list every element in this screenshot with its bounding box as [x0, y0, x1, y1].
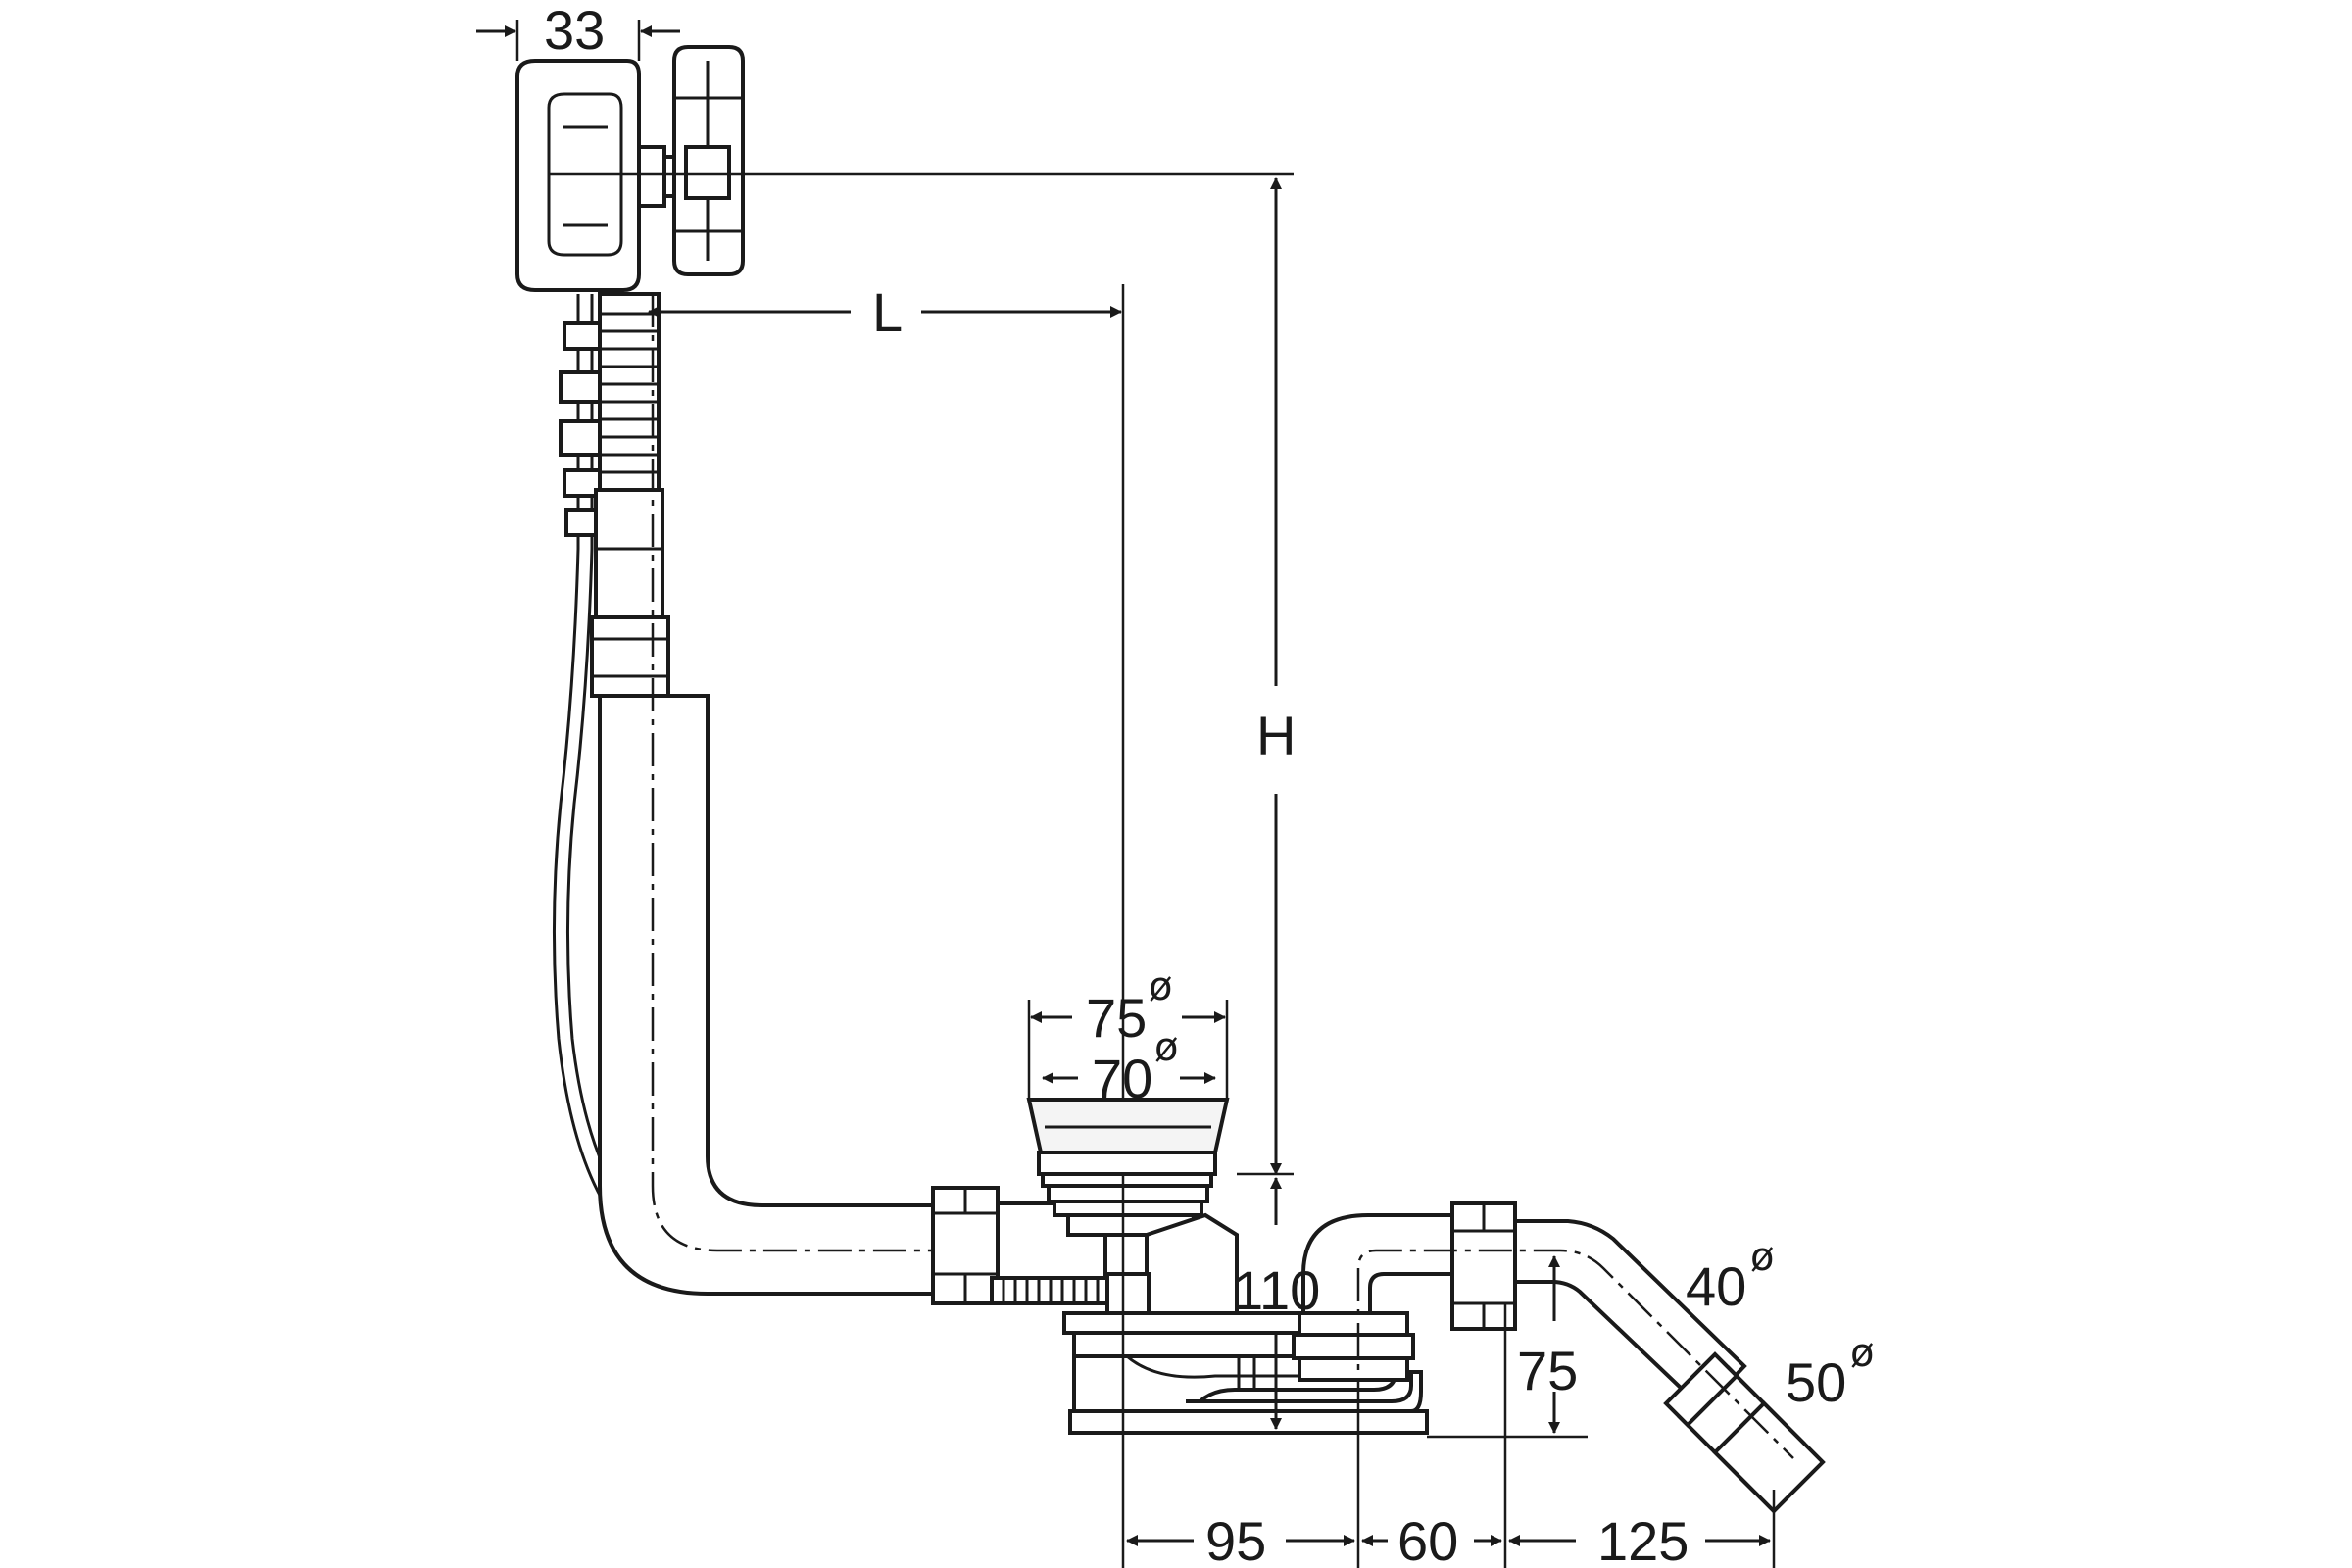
overflow-head [515, 45, 745, 292]
diameter-symbol-40: ø [1750, 1235, 1774, 1280]
outlet-bend [1292, 1201, 1826, 1514]
dim-95-label: 95 [1205, 1510, 1266, 1568]
dimension-labels: 33 L H 75 ø 70 ø 110 40 ø 50 ø 75 95 60 … [544, 0, 1874, 1568]
dim-75-label: 75 [1517, 1340, 1578, 1401]
diameter-symbol-70: ø [1154, 1025, 1178, 1070]
dim-33-label: 33 [544, 0, 605, 61]
dim-40-dia-label: 40 [1686, 1255, 1746, 1317]
dim-75-dia-label: 75 [1086, 987, 1147, 1049]
dim-125-label: 125 [1597, 1510, 1689, 1568]
dim-60-label: 60 [1397, 1510, 1458, 1568]
dim-70-dia-label: 70 [1092, 1048, 1152, 1109]
dim-110-label: 110 [1233, 1259, 1320, 1321]
dim-50-dia-label: 50 [1786, 1351, 1846, 1413]
dimensions [476, 20, 1776, 1568]
dim-H-label: H [1256, 705, 1296, 766]
overflow-pipe [590, 292, 1078, 1296]
diameter-symbol-50: ø [1850, 1331, 1874, 1376]
dim-L-label: L [872, 281, 903, 343]
diameter-symbol-75: ø [1149, 964, 1172, 1009]
